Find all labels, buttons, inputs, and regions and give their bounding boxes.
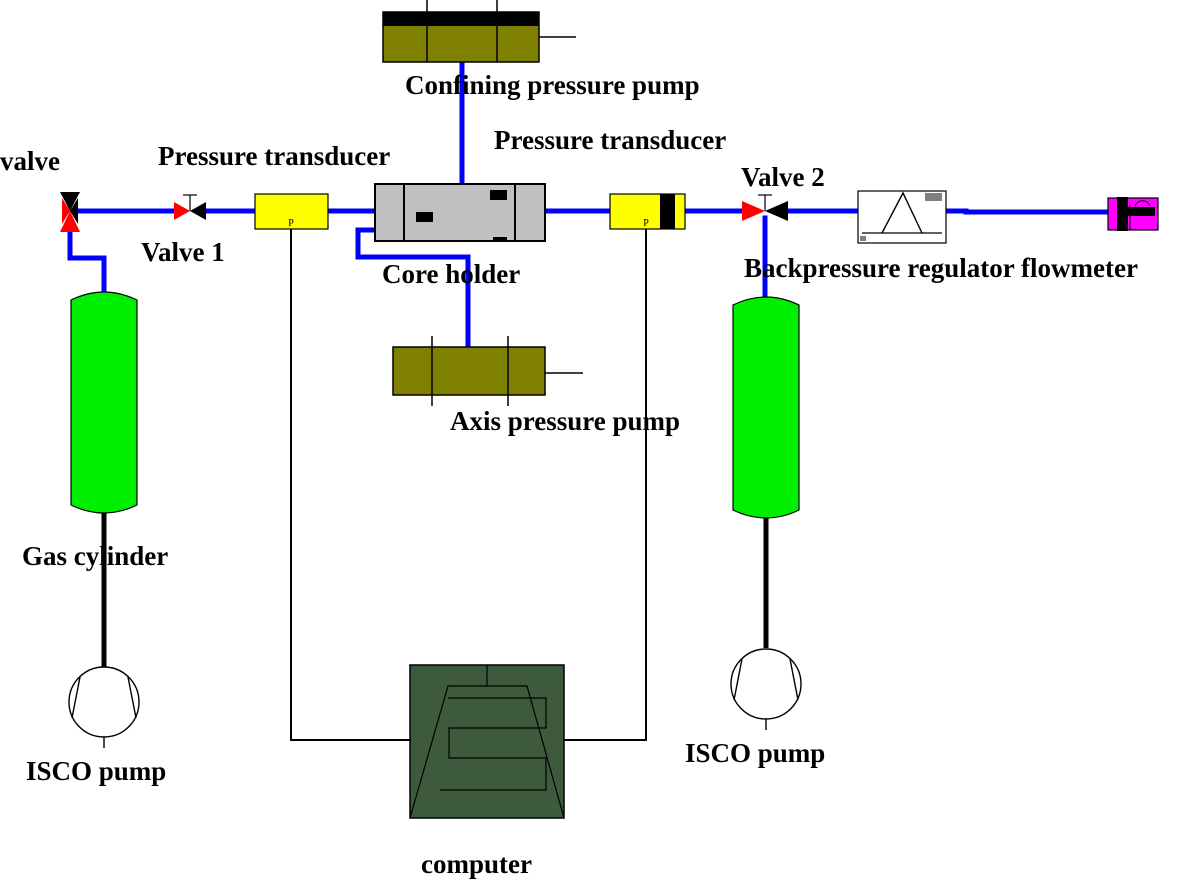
main-valve (60, 192, 80, 232)
label-axis-pressure-pump: Axis pressure pump (450, 406, 680, 436)
valve-2 (742, 194, 788, 221)
core-holder (374, 183, 546, 242)
labels: Confining pressure pump Pressure transdu… (0, 70, 1138, 879)
confining-pressure-pump (382, 0, 576, 63)
outlet-flowmeter (1107, 197, 1159, 231)
label-computer: computer (421, 849, 532, 879)
label-valve-1: Valve 1 (141, 237, 225, 267)
pipe-axis-pump (355, 227, 471, 350)
label-valve-2: Valve 2 (741, 162, 825, 192)
gas-cylinder-right (732, 296, 800, 648)
label-isco-pump-right: ISCO pump (685, 738, 825, 768)
isco-pump-left (68, 666, 140, 748)
label-isco-pump-left: ISCO pump (26, 756, 166, 786)
pressure-transducer-left: P (254, 193, 329, 230)
transducer-left-p: P (288, 218, 294, 229)
backpressure-regulator (857, 190, 947, 244)
gas-cylinder-left (70, 291, 138, 667)
wire-left-transducer (290, 229, 410, 741)
label-core-holder: Core holder (382, 259, 520, 289)
isco-pump-right (730, 648, 802, 730)
computer (409, 664, 565, 819)
label-backpressure-regulator-flowmeter: Backpressure regulator flowmeter (744, 253, 1138, 283)
wire-right-transducer (564, 229, 647, 741)
label-pressure-transducer-right: Pressure transducer (494, 125, 726, 155)
axis-pressure-pump (392, 336, 583, 406)
signal-wires (290, 229, 647, 741)
label-confining-pressure-pump: Confining pressure pump (405, 70, 700, 100)
pressure-transducer-right: P (609, 193, 686, 230)
transducer-right-p: P (643, 218, 649, 229)
pipe-network (67, 59, 1111, 350)
pipe-cylinder-to-valve (67, 229, 107, 296)
valve-1 (174, 194, 206, 220)
label-valve: valve (0, 146, 60, 176)
label-gas-cylinder: Gas cylinder (22, 541, 168, 571)
label-pressure-transducer-left: Pressure transducer (158, 141, 390, 171)
pipe-bpr-to-outlet (943, 208, 1111, 215)
